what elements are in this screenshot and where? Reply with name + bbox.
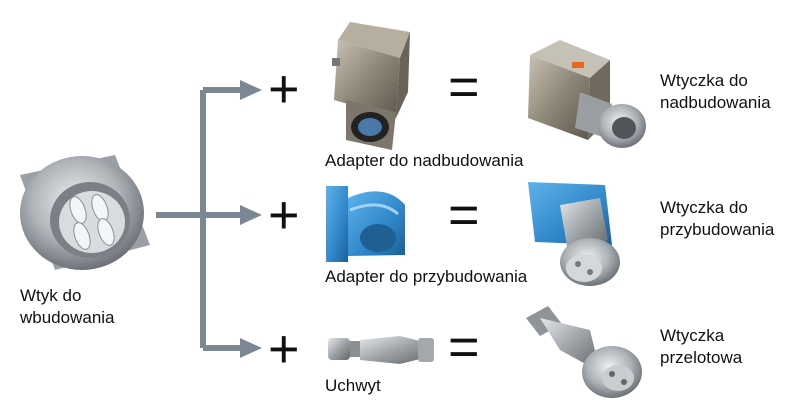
result-label-row1-line1: Wtyczka do <box>660 71 748 90</box>
accessory-label-row1: Adapter do nadbudowania <box>325 151 524 170</box>
result-label-row1-line2: nadbudowania <box>660 93 771 112</box>
arrow-head-top <box>240 80 262 100</box>
source-label-line2: wbudowania <box>20 308 115 327</box>
equals-sign-row2: = <box>448 185 480 245</box>
plus-sign-row3: + <box>268 319 300 379</box>
accessory-label-row3: Uchwyt <box>325 376 381 395</box>
result-label-row3-line2: przelotowa <box>660 348 743 367</box>
plus-sign-row1: + <box>268 59 300 119</box>
source-label-line1: Wtyk do <box>20 286 82 305</box>
equals-sign-row3: = <box>448 317 480 377</box>
plus-sign-row2: + <box>268 185 300 245</box>
arrow-head-middle <box>240 205 262 225</box>
result-label-row2-line1: Wtyczka do <box>660 198 748 217</box>
equals-sign-row1: = <box>448 57 480 117</box>
result-label-row3-line1: Wtyczka <box>660 326 725 345</box>
accessory-label-row2: Adapter do przybudowania <box>325 267 528 286</box>
arrow-head-bottom <box>240 338 262 358</box>
result-label-row2-line2: przybudowania <box>660 220 775 239</box>
